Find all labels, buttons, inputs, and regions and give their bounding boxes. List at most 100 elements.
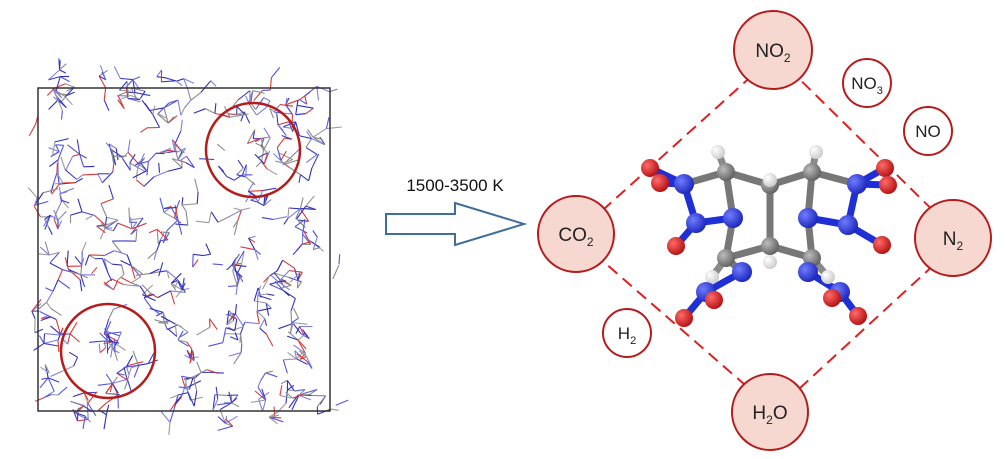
wireframe-bond	[293, 149, 300, 156]
atom-h	[763, 173, 777, 187]
wireframe-bond	[260, 138, 264, 151]
wireframe-bond	[279, 279, 291, 286]
wireframe-bond	[34, 328, 44, 334]
species-h2o: H2O	[731, 373, 809, 451]
wireframe-bond	[219, 409, 226, 424]
wireframe-bond	[54, 182, 64, 185]
wireframe-bond	[38, 301, 47, 310]
wireframe-bond	[101, 171, 114, 184]
wireframe-bond	[105, 142, 113, 151]
atom-h	[705, 270, 719, 284]
wireframe-bond	[38, 253, 50, 256]
wireframe-bond	[117, 94, 131, 101]
wireframe-bond	[156, 311, 164, 317]
wireframe-bond	[103, 340, 107, 348]
wireframe-bond	[170, 290, 176, 305]
wireframe-bond	[57, 220, 63, 230]
wireframe-bond	[229, 114, 246, 118]
wireframe-bond	[158, 162, 161, 173]
wireframe-bond	[274, 280, 284, 291]
wireframe-bond	[177, 147, 186, 161]
wireframe-bond	[183, 78, 195, 84]
wireframe-bond	[123, 367, 128, 382]
wireframe-bond	[253, 287, 259, 302]
wireframe-bond	[180, 107, 185, 116]
wireframe-bond	[40, 366, 50, 374]
wireframe-bond	[296, 279, 299, 289]
wireframe-bond	[93, 214, 106, 226]
wireframe-bond	[123, 284, 132, 287]
wireframe-bond	[229, 209, 242, 217]
wireframe-bond	[300, 333, 310, 340]
wireframe-bond	[246, 129, 256, 144]
wireframe-bond	[306, 154, 318, 163]
wireframe-bond	[319, 136, 326, 146]
wireframe-bond	[335, 399, 349, 406]
wireframe-bond	[103, 219, 119, 227]
wireframe-bond	[43, 333, 46, 344]
wireframe-bond	[68, 351, 78, 358]
atom-n	[732, 262, 752, 282]
wireframe-bond	[149, 307, 164, 313]
wireframe-bond	[136, 160, 149, 165]
wireframe-bond	[126, 254, 132, 266]
wireframe-bond	[72, 153, 80, 157]
wireframe-bond	[48, 76, 61, 81]
wireframe-bond	[177, 219, 183, 235]
wireframe-bond	[99, 228, 106, 240]
wireframe-bond	[130, 87, 138, 100]
wireframe-bond	[104, 283, 114, 291]
wireframe-bond	[278, 280, 286, 283]
wireframe-bond	[254, 300, 267, 304]
wireframe-bond	[276, 137, 285, 148]
wireframe-bond	[291, 317, 299, 323]
wireframe-bond	[233, 352, 242, 365]
wireframe-bond	[31, 310, 36, 319]
wireframe-bond	[286, 380, 295, 392]
wireframe-bond	[50, 370, 63, 377]
wireframe-bond	[67, 268, 81, 281]
wireframe-bond	[112, 383, 119, 394]
wireframe-bond	[332, 264, 340, 280]
wireframe-bond	[67, 144, 81, 155]
wireframe-bond	[73, 356, 79, 367]
wireframe-bond	[243, 111, 251, 124]
wireframe-bond	[76, 174, 83, 180]
wireframe-bond	[135, 167, 139, 179]
wireframe-bond	[180, 119, 183, 131]
wireframe-bond	[300, 174, 309, 182]
wireframe-bond	[330, 408, 339, 411]
wireframe-bond	[285, 97, 288, 105]
wireframe-bond	[299, 197, 304, 209]
wireframe-bond	[133, 364, 140, 378]
void-circle-bottom-left	[59, 302, 157, 400]
wireframe-bond	[157, 290, 171, 299]
wireframe-bond	[79, 153, 87, 159]
wireframe-bond	[262, 137, 271, 152]
atom-o	[873, 236, 891, 254]
wireframe-bond	[265, 372, 278, 378]
wireframe-bond	[171, 139, 183, 152]
wireframe-bond	[278, 270, 290, 283]
wireframe-bond	[43, 339, 59, 344]
wireframe-bond	[117, 273, 125, 281]
species-no2: NO2	[733, 10, 813, 90]
wireframe-bond	[316, 395, 327, 408]
atom-o	[705, 291, 723, 309]
wireframe-bond	[250, 199, 258, 203]
wireframe-bond	[121, 157, 131, 171]
wireframe-bond	[245, 176, 256, 186]
wireframe-bond	[121, 152, 129, 159]
wireframe-bond	[296, 351, 305, 360]
wireframe-bond	[184, 354, 195, 362]
wireframe-bond	[112, 341, 126, 351]
wireframe-bond	[159, 197, 165, 213]
wireframe-bond	[186, 380, 202, 389]
atom-h	[763, 255, 777, 269]
wireframe-bond	[237, 90, 251, 101]
wireframe-bond	[266, 168, 278, 176]
wireframe-bond	[288, 121, 294, 132]
atom-o	[876, 159, 894, 177]
atom-o	[641, 159, 659, 177]
wireframe-bond	[130, 276, 141, 284]
